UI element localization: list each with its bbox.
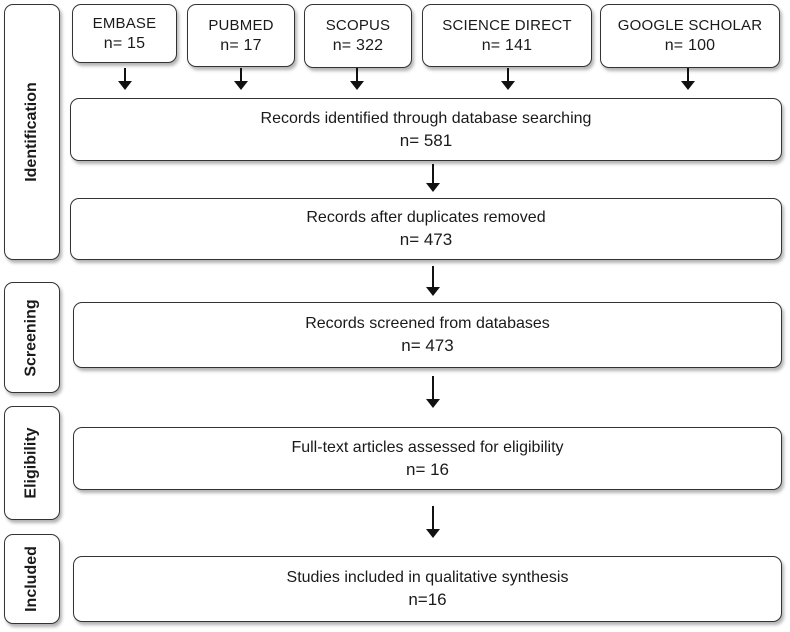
source-name: SCOPUS <box>325 17 391 34</box>
arrow-down <box>426 164 440 192</box>
stage-identification: Identification <box>4 4 60 260</box>
step-count: n= 581 <box>399 130 453 150</box>
arrow-scopus <box>350 68 364 90</box>
source-count: n= 141 <box>481 36 533 54</box>
step-label: Full-text articles assessed for eligibil… <box>291 438 564 456</box>
step-full-text-assessed: Full-text articles assessed for eligibil… <box>73 427 782 490</box>
source-pubmed: PUBMED n= 17 <box>187 4 295 67</box>
stage-label: Identification <box>23 82 40 182</box>
arrow-down <box>426 506 440 538</box>
source-count: n= 17 <box>220 36 262 54</box>
step-label: Studies included in qualitative synthesi… <box>286 569 569 586</box>
source-embase: EMBASE n= 15 <box>72 4 177 63</box>
source-scopus: SCOPUS n= 322 <box>304 4 412 68</box>
step-studies-included: Studies included in qualitative synthesi… <box>73 556 782 622</box>
arrow-pubmed <box>234 68 248 90</box>
step-label: Records identified through database sear… <box>260 109 592 127</box>
source-count: n= 322 <box>332 37 384 54</box>
step-records-identified: Records identified through database sear… <box>70 98 782 161</box>
source-science-direct: SCIENCE DIRECT n= 141 <box>422 4 592 67</box>
stage-screening: Screening <box>4 282 60 393</box>
arrow-down <box>426 376 440 408</box>
step-duplicates-removed: Records after duplicates removed n= 473 <box>70 198 782 260</box>
arrow-science-direct <box>501 68 515 90</box>
source-name: PUBMED <box>208 16 274 34</box>
step-label: Records after duplicates removed <box>306 209 546 226</box>
step-count: n= 473 <box>399 230 453 249</box>
step-count: n=16 <box>408 590 447 609</box>
step-records-screened: Records screened from databases n= 473 <box>73 302 782 368</box>
stage-label: Screening <box>23 298 41 377</box>
arrow-embase <box>118 68 132 90</box>
step-label: Records screened from databases <box>305 315 550 332</box>
stage-included: Included <box>4 534 60 624</box>
stage-eligibility: Eligibility <box>4 406 60 520</box>
step-count: n= 16 <box>405 459 449 479</box>
arrow-down <box>426 266 440 296</box>
source-name: EMBASE <box>92 14 157 32</box>
stage-label: Included <box>23 546 40 612</box>
stage-label: Eligibility <box>23 427 40 499</box>
source-count: n= 15 <box>103 34 146 52</box>
source-google-scholar: GOOGLE SCHOLAR n= 100 <box>600 4 780 68</box>
arrow-google-scholar <box>681 68 695 90</box>
source-count: n= 100 <box>664 37 716 54</box>
step-count: n= 473 <box>401 336 454 355</box>
source-name: SCIENCE DIRECT <box>442 16 572 34</box>
source-name: GOOGLE SCHOLAR <box>617 17 763 34</box>
